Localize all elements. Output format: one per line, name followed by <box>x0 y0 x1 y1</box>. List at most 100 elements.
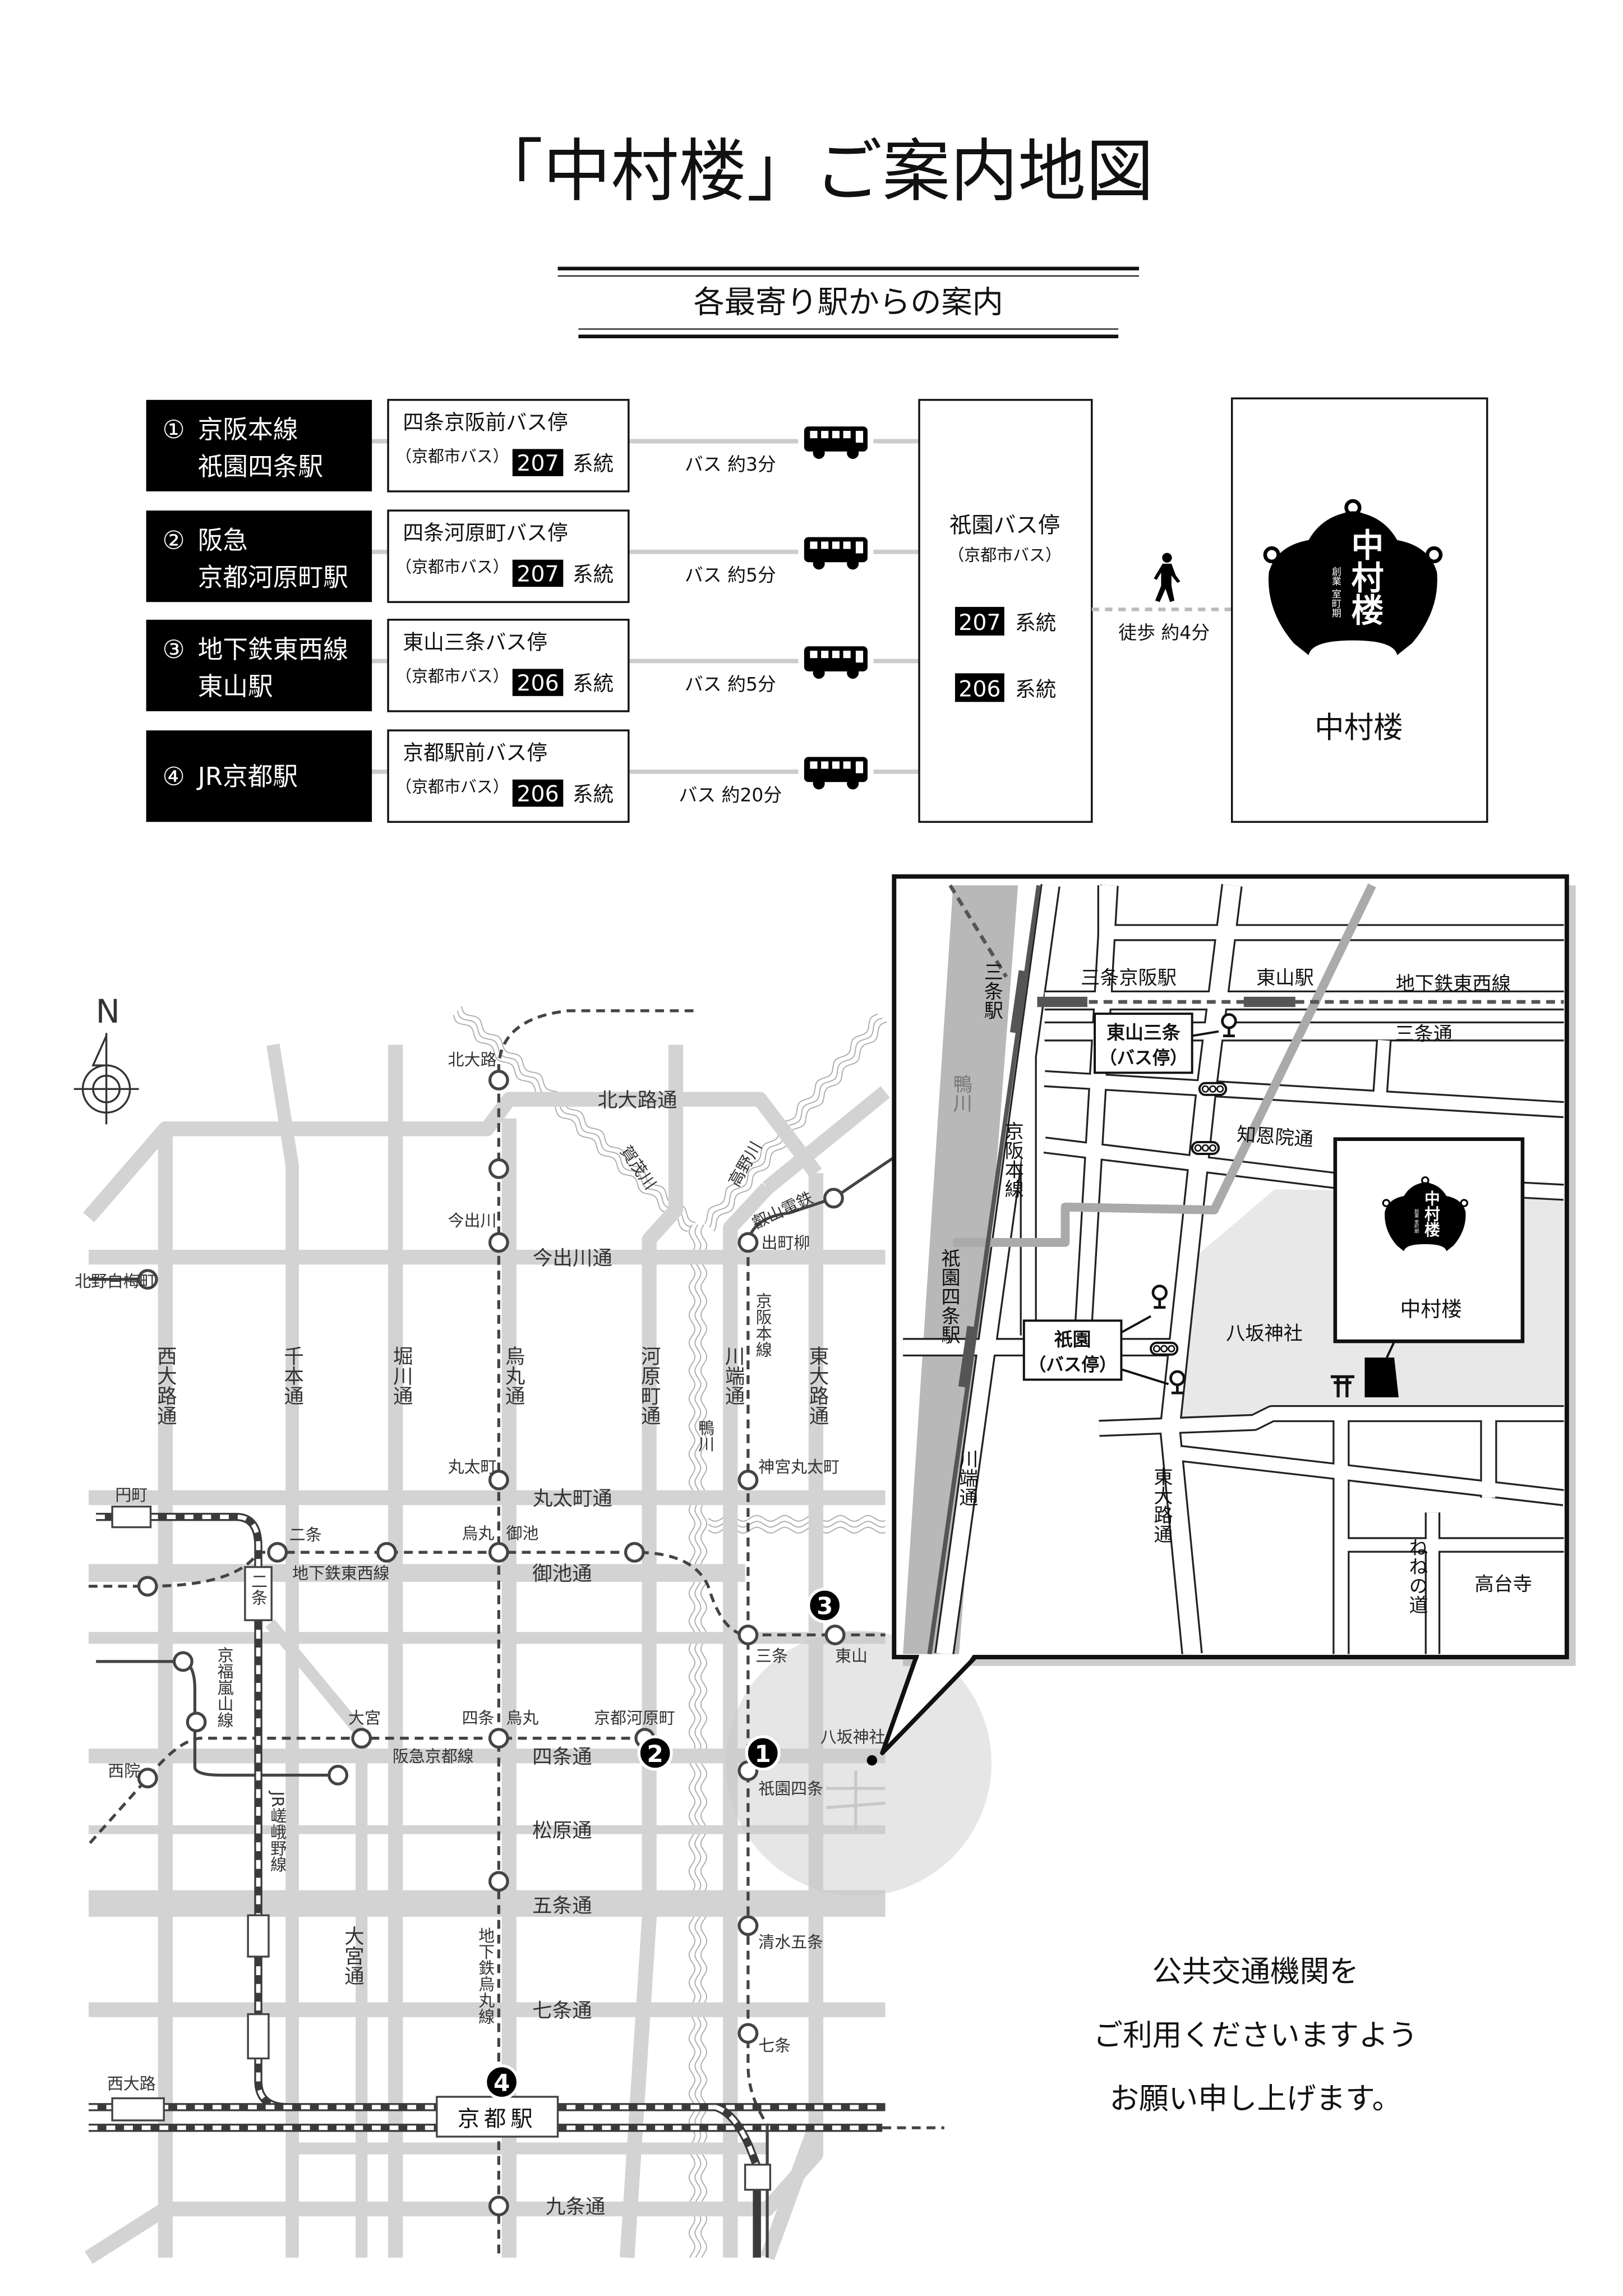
route-number: 207 <box>517 450 559 476</box>
street-label: 千本通 <box>281 1346 304 1406</box>
station-label: 北大路 <box>448 1050 497 1069</box>
station-label: 二条 <box>289 1525 322 1544</box>
inset-landmark-label: 高台寺 <box>1474 1573 1532 1596</box>
station-markers <box>137 1070 846 2216</box>
street-label: 西大路通 <box>154 1346 177 1425</box>
station-marker <box>137 1269 158 1290</box>
bus-stop-box <box>387 729 630 823</box>
tozai-subway-line <box>89 1550 886 1637</box>
bus-stop-name: 東山三条バス停 <box>403 630 547 654</box>
station-marker <box>737 2023 759 2044</box>
street-label: 大宮通 <box>341 1926 364 1986</box>
station-marker <box>737 1625 759 1645</box>
closing-line-2: ご利用くださいますよう <box>1094 2018 1418 2053</box>
street-label: 北大路通 <box>598 1089 677 1112</box>
station-label: 四条 <box>462 1708 495 1727</box>
number-marker-circle <box>745 1735 781 1771</box>
street-label: 河原町通 <box>638 1346 661 1425</box>
line-label: 京福嵐山線 <box>215 1647 234 1728</box>
travel-time: バス 約5分 <box>685 673 776 695</box>
origin-number: ④ <box>163 761 185 791</box>
station-label: 烏丸 <box>506 1708 539 1727</box>
route-number-badge <box>954 606 1006 637</box>
inset-station-label: 東山駅 <box>1256 967 1314 990</box>
line-label: 阪急京都線 <box>393 1747 474 1766</box>
street-label: 五条通 <box>532 1894 592 1917</box>
logo-brush-text: 中村楼 <box>1422 1190 1440 1237</box>
bus-stop-name: 祇園 <box>1054 1328 1091 1350</box>
inset-map: 三条京阪駅 東山駅 地下鉄東西線 三条駅 祇園四条駅 京阪本線 鴨川 三条通 知… <box>903 883 1564 1654</box>
bus-stop-icon <box>1151 1285 1168 1309</box>
bus-operator: （京都市バス） <box>395 777 509 797</box>
nakamuraro-logo: 中村楼 創業 室町期 <box>1263 499 1443 655</box>
destination-box: 中村楼 創業 室町期 中村楼 <box>1230 397 1488 823</box>
travel-time: バス 約5分 <box>685 564 776 586</box>
enmachi-station-box <box>111 1505 152 1529</box>
number-marker-label: 1 <box>755 1740 771 1768</box>
street-label: 堀川通 <box>390 1346 413 1406</box>
inset-station-label: 三条駅 <box>980 962 1003 1020</box>
route-number: 206 <box>517 670 559 696</box>
origin-station-box <box>146 399 372 491</box>
station-marker <box>328 1765 349 1786</box>
closing-line-1: 公共交通機関を <box>1152 1955 1359 1989</box>
page-title: 「中村楼」ご案内地図 <box>475 132 1154 211</box>
station-label: 清水五条 <box>758 1932 823 1952</box>
kyoto-station-box <box>436 2096 559 2138</box>
traffic-light-icon <box>1191 1141 1220 1155</box>
bus-stop-icon <box>1169 1370 1186 1395</box>
travel-time: バス 約3分 <box>685 453 776 475</box>
line-label: 地下鉄烏丸線 <box>476 1927 495 2024</box>
yasaka-mini-roads <box>826 1770 886 1830</box>
route-number-badge <box>511 559 564 588</box>
station-label: 大宮 <box>348 1708 381 1727</box>
subtitle-rule-top <box>557 266 1139 277</box>
origin-station-line1: 地下鉄東西線 <box>198 634 348 664</box>
inset-road <box>1373 1039 1390 1105</box>
subtitle-rule-bottom <box>578 328 1119 339</box>
inset-line-label: 京阪本線 <box>1001 1121 1023 1198</box>
line-label: 地下鉄東西線 <box>292 1564 390 1583</box>
bus-icon <box>804 426 868 459</box>
street-label: 九条通 <box>546 2196 606 2219</box>
landmark-label: 八坂神社 <box>820 1728 886 1747</box>
route-suffix: 系統 <box>1015 678 1057 702</box>
station-label: 三条 <box>755 1646 788 1665</box>
station-marker <box>376 1542 397 1563</box>
route-suffix: 系統 <box>573 671 614 696</box>
bus-icon <box>804 757 868 790</box>
torii-icon <box>1330 1375 1355 1398</box>
logo-subtext: 創業 室町期 <box>1414 1208 1419 1234</box>
travel-time: バス 約20分 <box>679 784 782 806</box>
bus-stop-name: 京都駅前バス停 <box>403 741 547 765</box>
walk-time: 徒歩 約4分 <box>1118 622 1210 643</box>
origin-number: ② <box>163 526 185 555</box>
route-number-badge <box>954 672 1006 703</box>
route-suffix: 系統 <box>573 562 614 586</box>
station-marker <box>823 1188 844 1209</box>
bus-stop-box <box>387 399 630 493</box>
traffic-light-icon <box>1150 1082 1228 1356</box>
inset-road <box>1161 884 1241 1654</box>
bus-icon <box>804 646 868 679</box>
logo-subtext: 創業 室町期 <box>1330 567 1341 618</box>
origin-station-line1: JR京都駅 <box>196 761 298 791</box>
station-marker <box>488 1871 509 1892</box>
kyoto-station-label: 京都駅 <box>458 2106 537 2132</box>
kamo-river <box>903 885 1018 1654</box>
transfer-bus-stop-box: 祇園バス停 （京都市バス） 207 系統 206 系統 <box>918 399 1093 823</box>
jr-nara-line-pattern <box>714 2105 759 2167</box>
route-suffix: 系統 <box>573 782 614 806</box>
station-marker <box>488 1469 509 1490</box>
station-marker <box>824 1625 846 1645</box>
bus-operator: （京都市バス） <box>395 666 509 685</box>
bus-stop-icons <box>1151 1013 1237 1395</box>
inset-destination-name: 中村楼 <box>1400 1297 1462 1321</box>
station-label: 北野白梅町 <box>75 1272 156 1291</box>
river-wave <box>460 1006 696 1223</box>
inset-destination-box: 中村楼 創業 室町期 中村楼 <box>1333 1137 1525 1343</box>
origin-station-line1: 京阪本線 <box>198 415 298 444</box>
subway-diagonal <box>948 884 1008 978</box>
station-box <box>247 2013 270 2060</box>
